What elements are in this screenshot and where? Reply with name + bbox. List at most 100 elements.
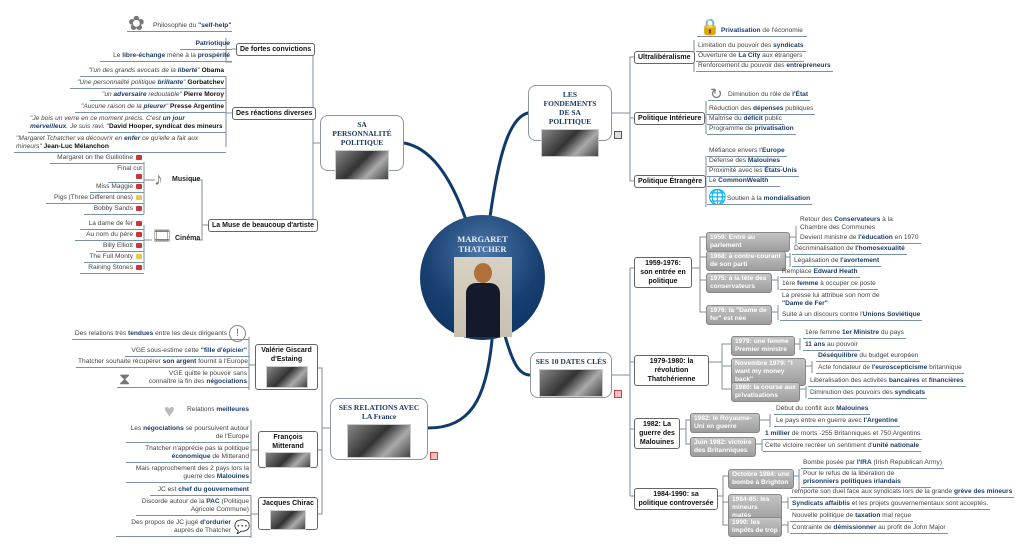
- leaf-text: La dame de fer: [88, 220, 133, 227]
- subtopic[interactable]: 1976: la "Dame de fer" est née: [706, 305, 772, 325]
- leaf-text: pleurer: [143, 103, 166, 110]
- leaf: Légalisation de l'avortement: [792, 257, 882, 267]
- video-icon[interactable]: [136, 231, 142, 237]
- leaf-text: d'ordurier: [200, 519, 231, 526]
- leaf: Suite à un discours contre l'Unions Sovi…: [780, 311, 923, 321]
- leaf-text: Contrainte de: [792, 524, 834, 531]
- leaf: Margaret on the Guillotine: [50, 154, 144, 164]
- leaf: Déséquilibre du budget européen: [816, 352, 921, 362]
- subtopic[interactable]: 1980: la course aux privatisations: [731, 382, 800, 402]
- node-france[interactable]: SES RELATIONS AVEC LA France: [330, 398, 428, 460]
- subtopic[interactable]: Novembre 1979: "I want my money back": [731, 358, 806, 386]
- leaf: JC est chef du gouvernement: [150, 486, 251, 496]
- leaf-text: Edward Heath: [813, 268, 858, 275]
- subtopic[interactable]: Octobre 1984: une bombe à Brighton: [728, 469, 794, 489]
- leaf: Les négociations se poursuivent autour d…: [126, 425, 251, 443]
- topic-politique-etrangere[interactable]: Politique Étrangère: [634, 175, 707, 188]
- video-icon[interactable]: [136, 264, 142, 270]
- period-1982[interactable]: 1982: La guerre des Malouines: [634, 418, 680, 449]
- leaf-text: son argent: [162, 358, 197, 365]
- leaf: Le CommonWealth: [707, 177, 781, 187]
- leaf: Programme de privatisation: [707, 125, 796, 135]
- leaf-text: Diminution du rôle de: [728, 91, 793, 98]
- topic-reactions[interactable]: Des réactions diverses: [232, 107, 317, 120]
- leaf-text: ": [197, 67, 202, 74]
- leaf: 1ère femme 1er Ministre du pays: [803, 329, 906, 339]
- leaf-text: tendues: [128, 330, 154, 337]
- leaf-text: Cette victoire recréer un sentiment d': [765, 442, 873, 449]
- leaf-text: à la Chambre des Communes: [800, 216, 893, 231]
- label-musique[interactable]: Musique: [172, 176, 201, 183]
- video-icon[interactable]: [136, 242, 142, 248]
- leaf: Privatisation de l'économie: [697, 27, 807, 37]
- topic-ultraliberalisme[interactable]: Ultralibéralisme: [634, 51, 695, 64]
- leaf-text: Acte fondateur de: [818, 364, 872, 371]
- leaf: Syndicats affaiblis et les projets gouve…: [790, 500, 991, 510]
- leaf: VGE quitte le pouvoir sans connaître la …: [117, 370, 249, 388]
- leaf-text: "Je bois un verre en ce moment précis. C…: [30, 115, 163, 122]
- node-fondements[interactable]: LES FONDEMENTS DE SA POLITIQUE: [528, 85, 612, 157]
- photo: [265, 366, 308, 388]
- lock-icon: 🔒: [700, 19, 720, 36]
- attachment-icon[interactable]: [614, 390, 622, 398]
- leaf: Réduction des dépenses publiques: [707, 105, 816, 115]
- leaf: Soutien à la mondialisation: [707, 195, 813, 205]
- subtopic[interactable]: 1990: les impôts de trop: [728, 517, 782, 537]
- leaf-text: Méfiance envers l': [709, 147, 762, 154]
- video-icon[interactable]: [136, 173, 142, 179]
- leaf-text: The Full Monty: [89, 253, 133, 260]
- leaf: Acte fondateur de l'euroscepticisme brit…: [816, 364, 964, 374]
- subtopic[interactable]: 1979: une femme Premier ministre: [731, 336, 795, 356]
- leaf-text: Pour le refus de la libération de: [803, 470, 895, 477]
- audio-icon[interactable]: [136, 194, 142, 200]
- leaf-text: au pouvoir: [825, 341, 858, 348]
- note-icon[interactable]: [614, 131, 622, 139]
- leaf: La presse lui attribue son nom de "Dame …: [780, 292, 898, 309]
- topic-giscard[interactable]: Valérie Giscard d'Estaing: [255, 344, 318, 390]
- leaf-text: liberté: [177, 67, 198, 74]
- leaf-text: 1er Ministre: [842, 329, 880, 336]
- video-icon[interactable]: [136, 183, 142, 189]
- leaf-text: prospérité: [197, 52, 230, 59]
- subtopic[interactable]: 1968: à contre-courant de son parti: [706, 251, 786, 271]
- period-1979-1980[interactable]: 1979-1980: la révolution Thatchérienne: [634, 355, 709, 386]
- subtopic[interactable]: 1959: Entré au parlement: [706, 232, 790, 252]
- leaf-text: "l'un des grands avocats de la: [88, 67, 178, 74]
- video-icon[interactable]: [136, 154, 142, 160]
- leaf: Début du conflit aux Malouines: [774, 405, 871, 415]
- branch-personnalite: [402, 141, 468, 222]
- leaf: 1ère femme à occuper ce poste: [780, 280, 878, 290]
- leaf: Philosophie du "self-help": [127, 22, 232, 32]
- subtopic[interactable]: Juin 1982: victoire des Britanniques: [690, 437, 756, 457]
- leaf-text: du budget européen: [857, 352, 919, 359]
- audio-icon[interactable]: [136, 253, 142, 259]
- leaf-text: "fille d'épicier": [200, 347, 247, 354]
- leaf-text: Diminution des pouvoirs des: [810, 389, 895, 396]
- film-reel-icon: 🎞: [152, 228, 173, 245]
- leaf: Thatcher n'apprécie pas la politique éco…: [126, 445, 251, 463]
- period-1984-1990[interactable]: 1984-1990: sa politique controversée: [634, 488, 718, 510]
- topic-politique-interieure[interactable]: Politique Intérieure: [634, 112, 706, 125]
- leaf-text: Relations: [187, 406, 217, 413]
- topic-label: Jacques Chirac: [262, 500, 314, 507]
- video-icon[interactable]: [136, 205, 142, 211]
- leaf-text: meilleures: [216, 406, 249, 413]
- topic-chirac[interactable]: Jacques Chirac: [258, 497, 318, 530]
- photo: [541, 129, 599, 157]
- leaf: Renforcement du pouvoir des entrepreneur…: [696, 62, 833, 72]
- node-personnalite[interactable]: SA PERSONNALITÉ POLITIQUE: [320, 115, 404, 180]
- subtopic[interactable]: 1982: le Royaume-Uni en guerre: [690, 413, 760, 433]
- period-1959-1976[interactable]: 1959-1976: son entrée en politique: [634, 257, 692, 288]
- topic-mitterand[interactable]: François Mitterand: [258, 431, 318, 468]
- video-icon[interactable]: [136, 220, 142, 226]
- leaf-text: auprès de Thatcher: [173, 527, 231, 534]
- topic-muse[interactable]: La Muse de beaucoup d'artiste: [208, 219, 319, 232]
- topic-convictions[interactable]: De fortes convictions: [236, 43, 316, 56]
- central-topic[interactable]: MARGARET THATCHER: [420, 215, 545, 340]
- leaf-text: Début du conflit aux: [776, 405, 837, 412]
- node-dates[interactable]: SES 10 DATES CLÉS: [530, 352, 612, 398]
- leaf-text: Raining Stones: [88, 264, 133, 271]
- attachment-icon[interactable]: [430, 452, 438, 460]
- subtopic[interactable]: 1975: à la tête des conservateurs: [706, 273, 772, 293]
- label-cinema[interactable]: Cinéma: [175, 235, 201, 242]
